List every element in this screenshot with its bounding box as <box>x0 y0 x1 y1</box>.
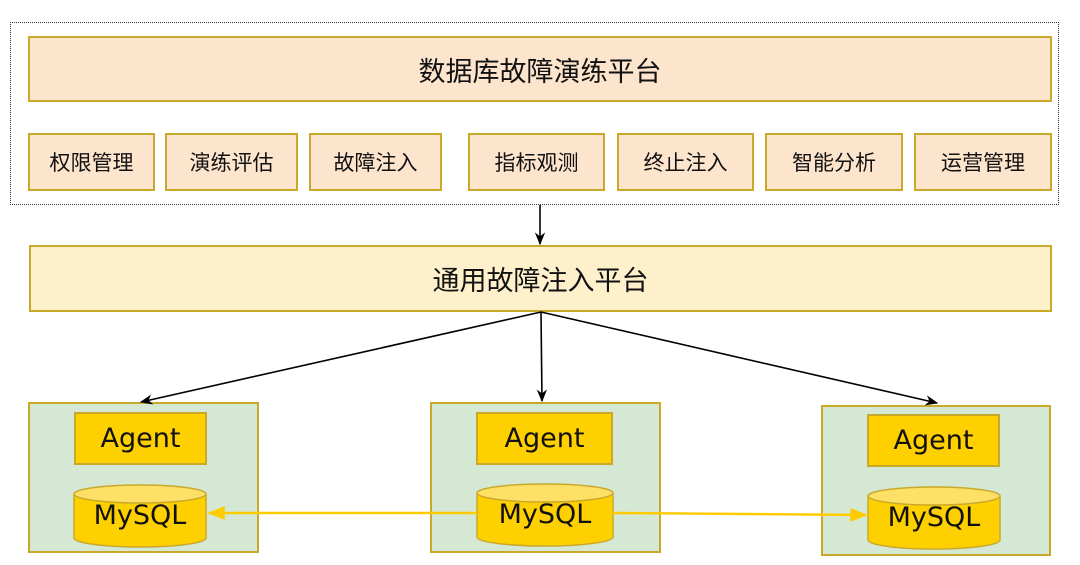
drill-platform-container <box>10 22 1059 205</box>
module-label: 智能分析 <box>792 151 876 175</box>
module-label: 指标观测 <box>494 151 579 175</box>
module-stop-injection[interactable]: 终止注入 <box>617 133 754 191</box>
module-operations-management[interactable]: 运营管理 <box>914 133 1052 191</box>
agent-box: Agent <box>867 414 1000 467</box>
mysql-label: MySQL <box>498 499 592 530</box>
mysql-cylinder-2 <box>476 483 614 547</box>
arrow-to-node-2 <box>536 311 547 403</box>
mysql-cylinder-1 <box>73 484 207 548</box>
agent-label: Agent <box>100 423 181 454</box>
agent-label: Agent <box>893 425 974 456</box>
mysql-label: MySQL <box>93 500 187 531</box>
drill-platform-title-text: 数据库故障演练平台 <box>418 56 662 88</box>
module-label: 故障注入 <box>333 151 418 175</box>
fault-injection-platform-title: 通用故障注入平台 <box>432 266 649 297</box>
module-fault-injection[interactable]: 故障注入 <box>309 133 442 191</box>
arrow-to-node-3 <box>540 311 939 406</box>
drill-platform-title: 数据库故障演练平台 <box>28 36 1052 102</box>
fault-injection-platform: 通用故障注入平台 <box>29 245 1052 312</box>
module-label: 权限管理 <box>49 151 134 175</box>
agent-label: Agent <box>504 423 585 454</box>
agent-box: Agent <box>476 412 613 465</box>
module-intelligent-analysis[interactable]: 智能分析 <box>765 133 903 191</box>
module-permission-management[interactable]: 权限管理 <box>28 133 155 191</box>
mysql-cylinder-3 <box>867 486 1001 550</box>
arrow-to-node-1 <box>139 311 542 405</box>
replication-arrow-to-node-3 <box>612 507 868 522</box>
mysql-label: MySQL <box>887 502 981 533</box>
module-label: 运营管理 <box>941 151 1025 175</box>
module-metric-observation[interactable]: 指标观测 <box>468 133 605 191</box>
module-drill-evaluation[interactable]: 演练评估 <box>165 133 298 191</box>
agent-box: Agent <box>74 412 207 465</box>
module-label: 演练评估 <box>189 151 274 175</box>
module-label: 终止注入 <box>643 151 728 175</box>
